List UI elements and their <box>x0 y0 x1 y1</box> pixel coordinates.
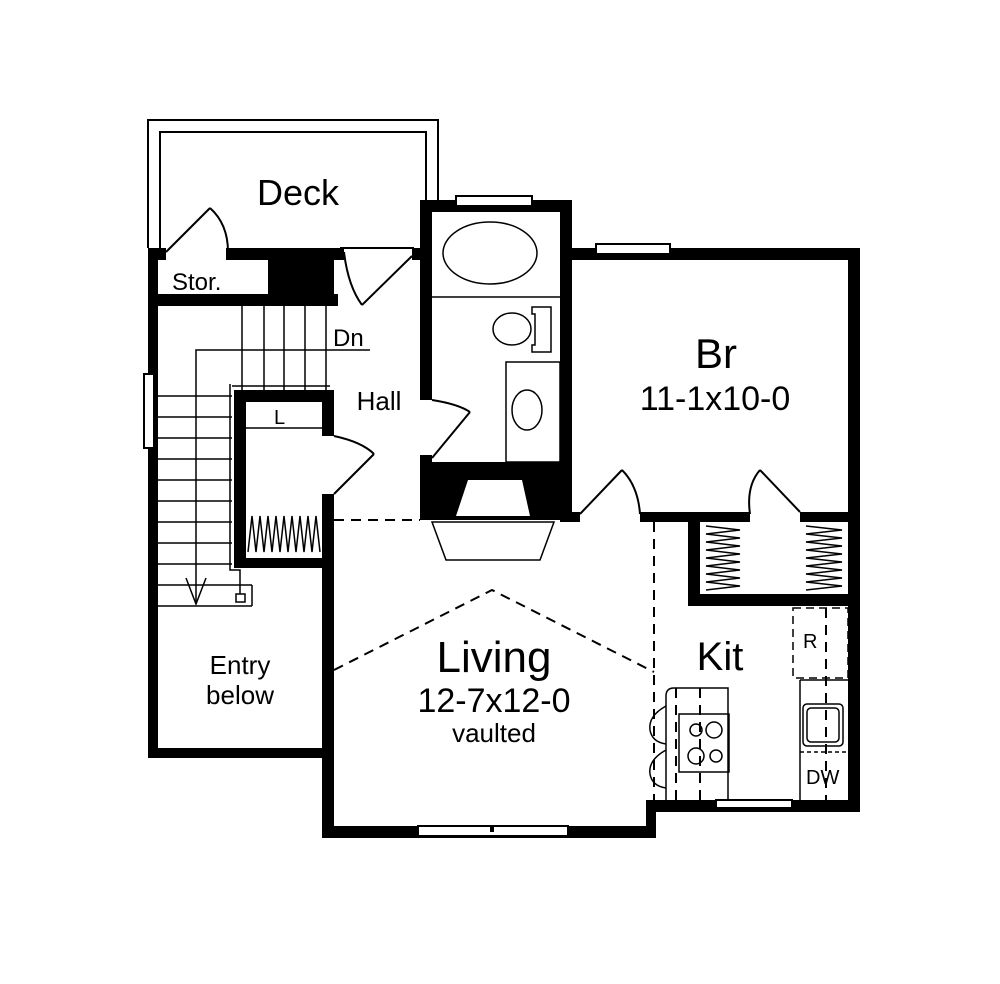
staircase: Dn <box>158 306 370 607</box>
deck <box>147 119 439 248</box>
kitchen: R DW <box>649 607 849 800</box>
bedroom-closet <box>705 525 843 591</box>
fireplace <box>430 480 556 561</box>
living-dimensions: 12-7x12-0 <box>417 682 570 720</box>
bedroom-dimensions: 11-1x10-0 <box>640 380 791 418</box>
dishwasher-label: DW <box>806 767 839 789</box>
linen-closet: L <box>246 407 322 553</box>
bedroom-label: Br <box>695 330 737 377</box>
room-labels: Deck Stor. Hall Br 11-1x10-0 Living 12-7… <box>172 172 790 748</box>
windows <box>143 195 793 837</box>
bathroom <box>432 221 561 463</box>
dashed-lines <box>333 519 655 800</box>
refrigerator-label: R <box>803 631 817 653</box>
entry-label-line1: Entry <box>210 650 271 680</box>
storage-label: Stor. <box>172 269 221 296</box>
kitchen-label: Kit <box>697 635 744 679</box>
doors <box>165 207 801 515</box>
hall-label: Hall <box>357 386 402 416</box>
entry-label-line2: below <box>206 680 274 710</box>
living-vaulted-note: vaulted <box>452 718 536 748</box>
stairs-down-label: Dn <box>333 325 364 352</box>
deck-label: Deck <box>257 172 340 213</box>
linen-label: L <box>274 407 285 429</box>
living-label: Living <box>437 633 552 682</box>
